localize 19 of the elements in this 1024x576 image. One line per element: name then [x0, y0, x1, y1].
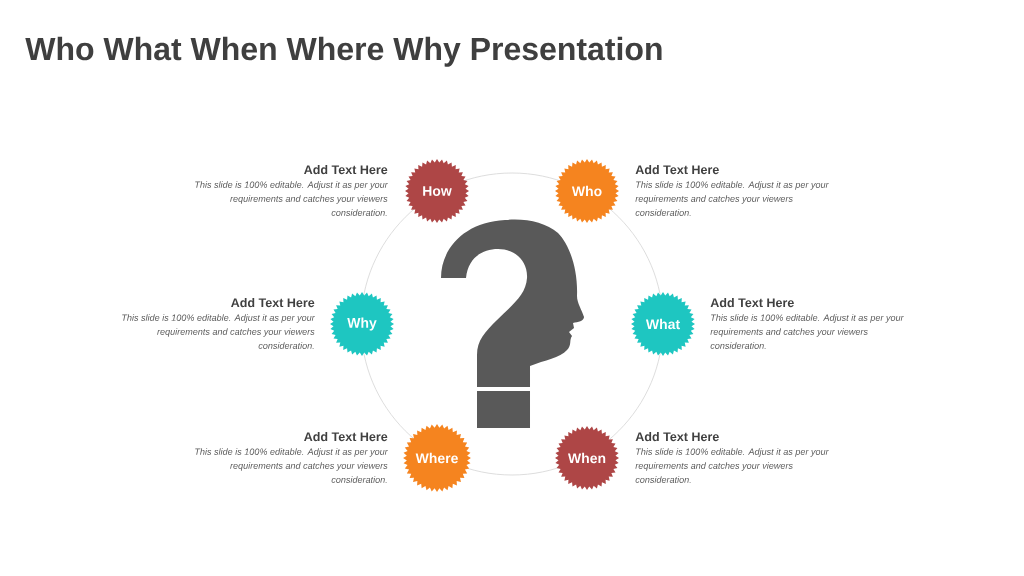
body-text: This slide is 100% editable. Adjust it as per your requirements and catches your viewers consideration. — [122, 314, 315, 349]
heading: Add Text Here — [635, 431, 719, 442]
title: Who What When Where Why Presentation — [25, 36, 662, 67]
starburst-badge: How — [405, 159, 469, 223]
heading: Add Text Here — [304, 164, 388, 175]
body-text: This slide is 100% editable. Adjust it as per your requirements and catches your viewers consideration. — [195, 448, 388, 483]
starburst-badge: Where — [403, 424, 471, 492]
starburst-badge: Why — [330, 292, 394, 356]
body-text: This slide is 100% editable. Adjust it as per your requirements and catches your viewers consideration. — [635, 448, 829, 483]
body-text: This slide is 100% editable. Adjust it as per your requirements and catches your viewers consideration. — [635, 181, 829, 216]
heading: Add Text Here — [710, 297, 794, 308]
body-text: This slide is 100% editable. Adjust it as per your requirements and catches your viewers consideration. — [710, 314, 904, 349]
starburst-badge: Who — [555, 159, 619, 223]
heading: Add Text Here — [635, 164, 719, 175]
body-text: This slide is 100% editable. Adjust it as per your requirements and catches your viewers consideration. — [195, 181, 388, 216]
starburst-badge: What — [631, 292, 695, 356]
heading: Add Text Here — [304, 431, 388, 442]
starburst-badge: When — [555, 426, 619, 490]
heading: Add Text Here — [231, 297, 315, 308]
